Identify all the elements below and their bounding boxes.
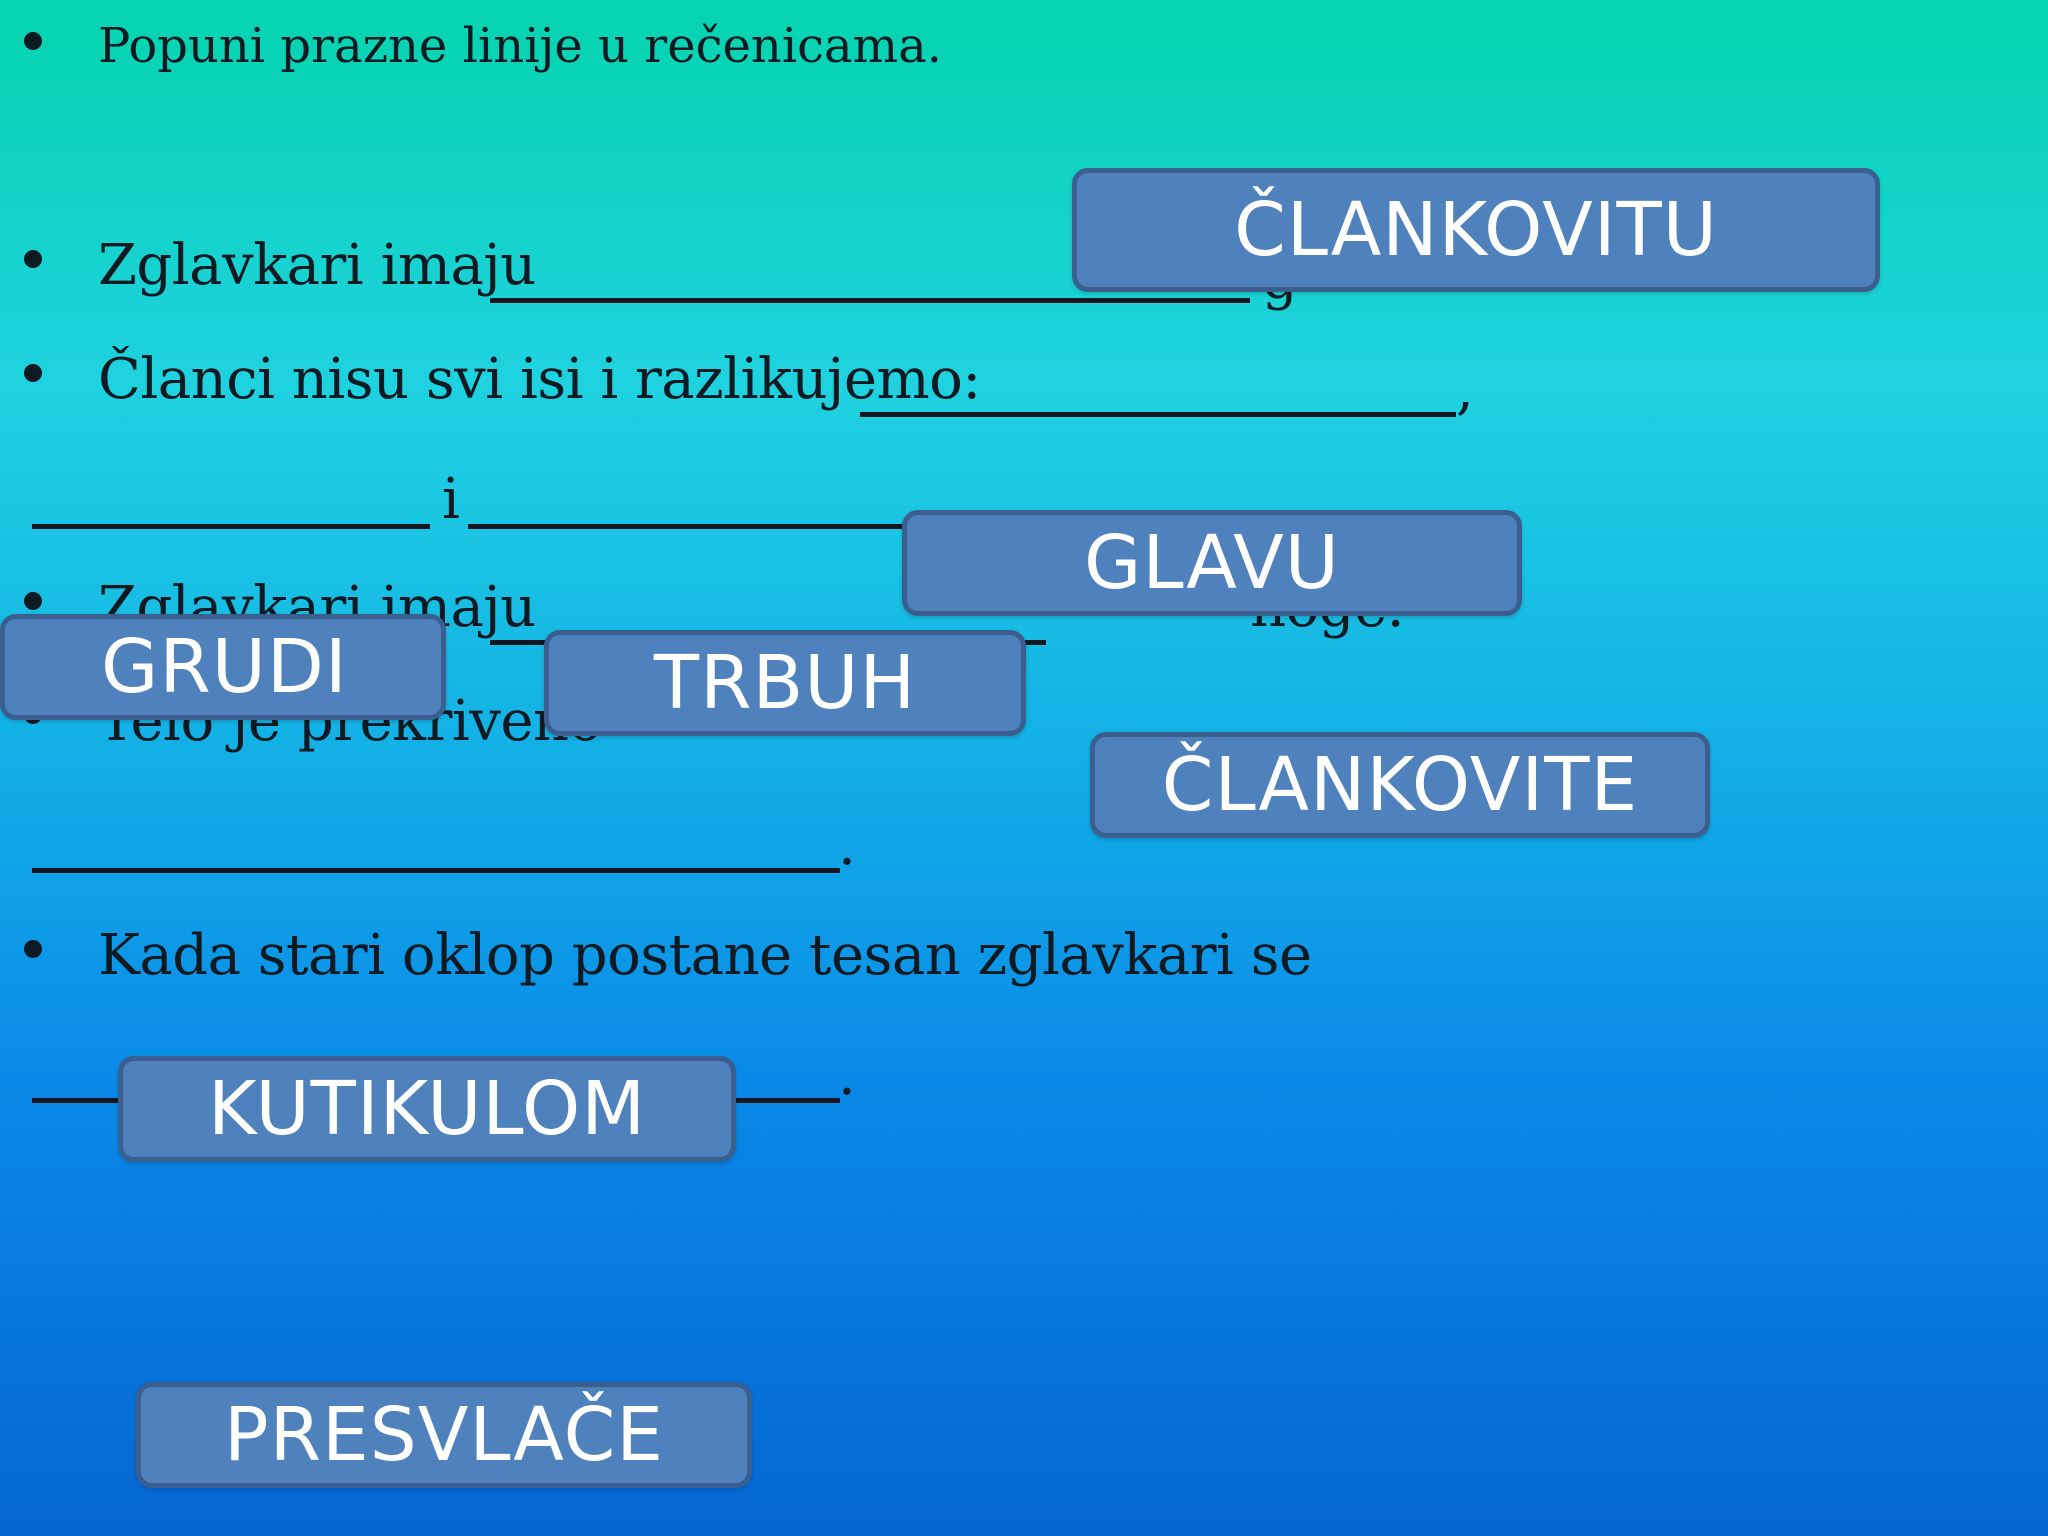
word-card-glavu[interactable]: GLAVU — [902, 510, 1522, 616]
sentence-2-text: Članci nisu svi isi i razlikujemo: — [98, 347, 981, 412]
blank-line-2b — [32, 524, 430, 529]
sentence-1-text: Zglavkari imaju — [98, 233, 536, 298]
word-card-clankovitu[interactable]: ČLANKOVITU — [1072, 168, 1880, 292]
sentence-5-text: Kada stari oklop postane tesan zglavkari… — [98, 923, 1312, 988]
sentence-2-and: i — [442, 467, 460, 532]
word-card-presvlace[interactable]: PRESVLAČE — [136, 1382, 752, 1488]
bullet-icon — [24, 32, 42, 50]
bullet-icon — [24, 364, 42, 382]
sentence-5-end: . — [838, 1043, 856, 1108]
bullet-icon — [24, 250, 42, 268]
bullet-icon — [24, 592, 42, 610]
blank-line-1 — [490, 298, 1250, 303]
word-card-clankovite[interactable]: ČLANKOVITE — [1090, 732, 1710, 838]
word-card-grudi[interactable]: GRUDI — [0, 614, 446, 720]
sentence-2-comma: , — [1456, 357, 1474, 422]
word-card-kutikulom[interactable]: KUTIKULOM — [118, 1056, 736, 1162]
blank-line-2a — [860, 412, 1456, 417]
blank-line-4 — [32, 868, 840, 873]
bullet-icon — [24, 940, 42, 958]
sentence-4-end: . — [838, 813, 856, 878]
blank-line-2c — [468, 524, 908, 529]
word-card-trbuh[interactable]: TRBUH — [544, 630, 1026, 736]
instruction-text: Popuni prazne linije u rečenicama. — [98, 18, 943, 74]
